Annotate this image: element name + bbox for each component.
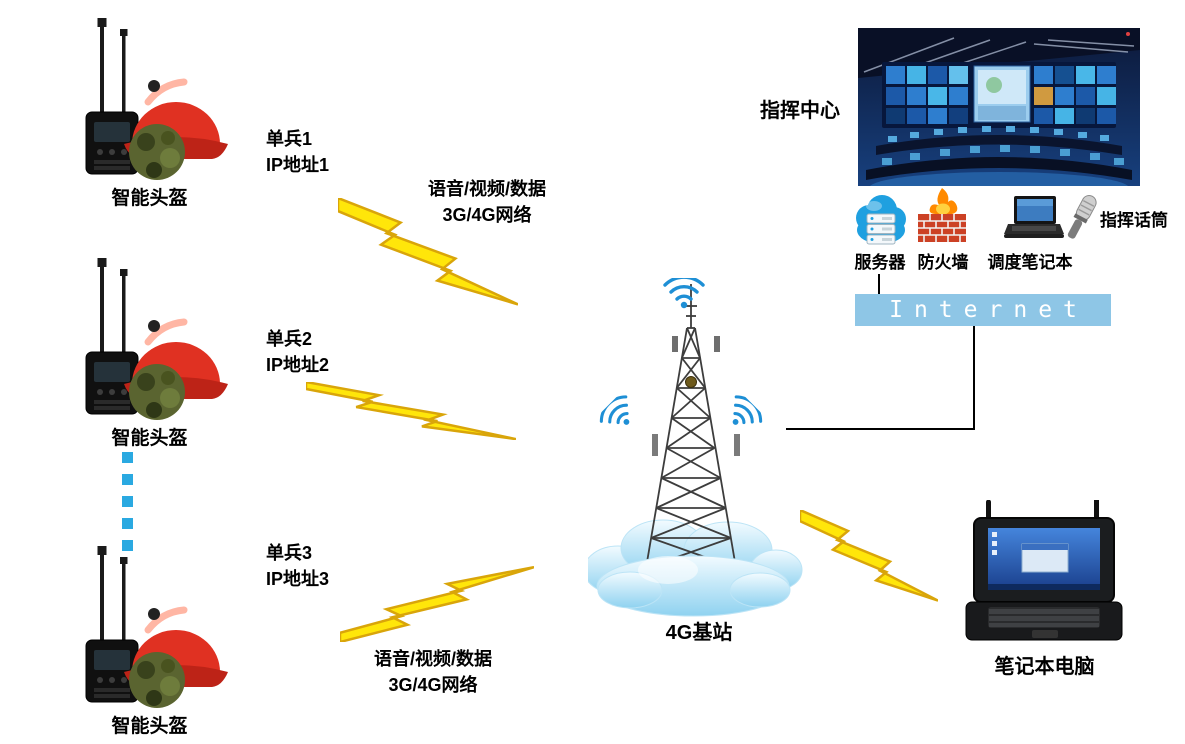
helmet-radio-icon [85, 258, 228, 420]
command-center-label: 指挥中心 [760, 100, 840, 122]
radio-link-top-line2: 3G/4G网络 [442, 205, 532, 225]
soldier-3-caption: 单兵3 IP地址3 [266, 540, 329, 592]
field-laptop-label: 笔记本电脑 [994, 656, 1095, 678]
firewall-icon [918, 188, 966, 242]
lightning-bolt-icon [800, 510, 938, 602]
dispatch-laptop-label: 调度笔记本 [987, 253, 1073, 272]
lightning-bolt-icon [338, 198, 518, 306]
control-room-photo [858, 28, 1140, 186]
server-icon [856, 195, 906, 245]
soldier-3-ip: IP地址3 [266, 569, 330, 589]
firewall-label: 防火墙 [917, 253, 969, 272]
helmet-radio-icon [85, 546, 228, 708]
wifi-signal-icon [732, 395, 763, 425]
microphone-label: 指挥话筒 [1100, 211, 1168, 230]
helmet-label: 智能头盔 [111, 188, 188, 209]
soldier-2-ip: IP地址2 [266, 355, 330, 375]
server-label: 服务器 [854, 253, 906, 272]
helmet-label: 智能头盔 [111, 716, 188, 737]
smart-helmet-unit-2: 智能头盔 [62, 258, 237, 450]
radio-link-bottom-line1: 语音/视频/数据 [373, 649, 492, 669]
cell-tower-icon [588, 284, 803, 617]
radio-link-top-line1: 语音/视频/数据 [427, 179, 546, 199]
soldier-2-caption: 单兵2 IP地址2 [266, 326, 329, 378]
wifi-signal-icon [599, 395, 630, 425]
helmet-label: 智能头盔 [111, 428, 188, 449]
lightning-bolt-icon [306, 382, 516, 440]
connector-line-server-internet [878, 274, 880, 294]
smart-helmet-unit-1: 智能头盔 [62, 18, 237, 210]
base-station-label: 4G基站 [665, 622, 733, 644]
cloud-icon [596, 555, 791, 617]
internet-label: Internet [889, 297, 1088, 323]
rugged-laptop-icon [965, 500, 1123, 641]
connector-line-internet-down [973, 326, 975, 430]
dispatch-laptop-icon [1004, 196, 1064, 238]
dotted-continuation-line [122, 452, 133, 551]
radio-link-caption-top: 语音/视频/数据 3G/4G网络 [402, 176, 572, 228]
soldier-1-caption: 单兵1 IP地址1 [266, 126, 329, 178]
smart-helmet-unit-3: 智能头盔 [62, 546, 237, 738]
soldier-3-name: 单兵3 [266, 543, 313, 563]
radio-link-caption-bottom: 语音/视频/数据 3G/4G网络 [348, 646, 518, 698]
soldier-1-name: 单兵1 [266, 129, 313, 149]
radio-link-bottom-line2: 3G/4G网络 [388, 675, 478, 695]
internet-bar: Internet [855, 294, 1111, 326]
soldier-1-ip: IP地址1 [266, 155, 330, 175]
connector-line-to-tower [786, 428, 975, 430]
helmet-radio-icon [85, 18, 228, 180]
soldier-2-name: 单兵2 [266, 329, 313, 349]
wifi-signal-icon [663, 278, 705, 309]
lightning-bolt-icon [340, 566, 534, 642]
microphone-icon [1067, 195, 1097, 239]
